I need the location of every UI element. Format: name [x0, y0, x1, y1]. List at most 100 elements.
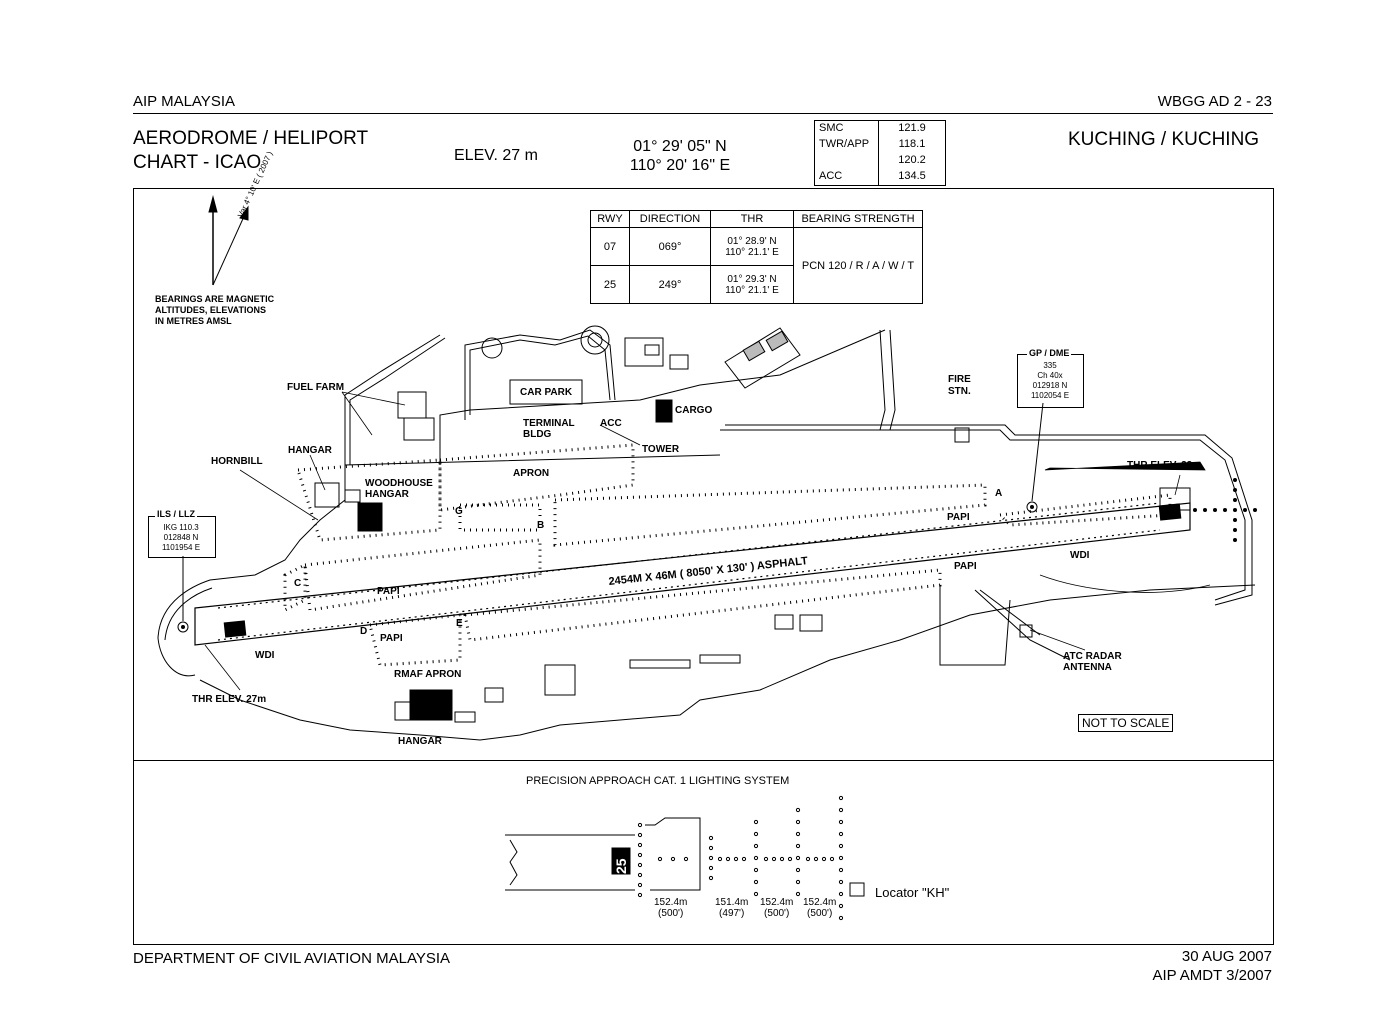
map-note: IN METRES AMSL [155, 316, 232, 326]
dist-m: 151.4m [715, 897, 749, 908]
label-woodhouse: WOODHOUSE HANGAR [365, 478, 433, 500]
approach-lights [1193, 478, 1257, 542]
map-note: ALTITUDES, ELEVATIONS [155, 305, 267, 315]
runway-table: RWY DIRECTION THR BEARING STRENGTH 07 06… [590, 210, 923, 304]
aerodrome-elevation: ELEV. 27 m [454, 147, 538, 164]
label-twy-e: E [456, 618, 463, 629]
label-wdi: WDI [1070, 550, 1090, 561]
map-note: BEARINGS ARE MAGNETIC [155, 294, 275, 304]
lighting-divider [133, 760, 1273, 761]
dist-ft: (500') [658, 908, 684, 919]
rwy-thr-lon: 110° 21.1' E [725, 284, 779, 296]
label-twy-d: D [360, 626, 368, 637]
boundary-roads [157, 329, 1256, 741]
lighting-dist-4: 152.4m(500') [803, 897, 836, 919]
label-apron: APRON [513, 468, 550, 479]
leader-lines [204, 391, 1211, 691]
rwy-id: 07 [590, 227, 630, 266]
label-car-park: CAR PARK [520, 387, 573, 398]
lighting-title: PRECISION APPROACH CAT. 1 LIGHTING SYSTE… [526, 775, 790, 787]
locator-label: Locator "KH" [875, 885, 950, 900]
chart-title: AERODROME / HELIPORT CHART - ICAO [133, 127, 368, 175]
label-atc-radar: ATC RADAR ANTENNA [1063, 651, 1122, 673]
ils-ident: IKG 110.3 [163, 523, 199, 532]
label-rmaf-apron: RMAF APRON [394, 669, 462, 680]
gpdme-lon: 1102054 E [1030, 391, 1070, 400]
buildings [314, 327, 1191, 723]
label-twy-c: C [294, 578, 302, 589]
header-left: AIP MALAYSIA [133, 93, 235, 110]
freq-value: 118.1 [878, 137, 945, 153]
aerodrome-coordinates: 01° 29' 05" N 110° 20' 16" E [620, 137, 740, 175]
freq-value: 134.5 [878, 169, 945, 185]
freq-service: TWR/APP [815, 137, 879, 153]
freq-service: ACC [815, 169, 879, 185]
gpdme-title: GP / DME [1027, 348, 1072, 358]
rwy-header: DIRECTION [629, 210, 711, 228]
label-woodhouse-2: HANGAR [365, 489, 409, 500]
gpdme-box: GP / DME 335 Ch 40x 012918 N 1102054 E [1017, 348, 1084, 408]
label-papi: PAPI [380, 633, 403, 644]
aerodrome-lon: 110° 20' 16" E [629, 157, 731, 174]
lighting-dist-2: 151.4m(497') [715, 897, 748, 919]
label-acc: ACC [600, 418, 622, 429]
freq-value: 121.9 [878, 121, 945, 137]
roundabout [481, 325, 610, 359]
north-arrow-icon [208, 195, 249, 286]
label-hornbill: HORNBILL [211, 456, 263, 467]
dist-m: 152.4m [654, 897, 688, 908]
label-fire-2: STN. [948, 386, 971, 397]
dist-ft: (500') [807, 908, 833, 919]
dist-ft: (500') [764, 908, 790, 919]
footer-authority: DEPARTMENT OF CIVIL AVIATION MALAYSIA [133, 950, 451, 967]
chart-frame [133, 188, 1274, 945]
chart-title-line2: CHART - ICAO [133, 152, 262, 173]
footer-amendment: AIP AMDT 3/2007 [1152, 967, 1272, 984]
label-tower: TOWER [642, 444, 680, 455]
header-right: WBGG AD 2 - 23 [1157, 93, 1272, 110]
lighting-diagram [505, 817, 865, 897]
label-fire-station: FIRE STN. [948, 374, 971, 398]
lighting-runway-number: 25 [613, 858, 629, 874]
gpdme-line2: Ch 40x [1037, 371, 1063, 380]
label-papi: PAPI [954, 561, 977, 572]
label-terminal-2: BLDG [523, 429, 552, 440]
label-wdi: WDI [255, 650, 275, 661]
dist-ft: (497') [719, 908, 745, 919]
ils-lat: 012848 N [163, 533, 199, 542]
lighting-dist-3: 152.4m(500') [760, 897, 793, 919]
label-hangar: HANGAR [288, 445, 332, 456]
rwy-bearing-strength: PCN 120 / R / A / W / T [793, 227, 923, 304]
gpdme-lat: 012918 N [1032, 381, 1068, 390]
label-terminal-1: TERMINAL [523, 418, 575, 429]
chart-title-line1: AERODROME / HELIPORT [133, 128, 369, 149]
label-terminal: TERMINAL BLDG [523, 418, 575, 440]
rwy-direction: 069° [629, 227, 711, 266]
label-fuel-farm: FUEL FARM [287, 382, 345, 393]
runway [194, 502, 1191, 646]
label-hangar-bottom: HANGAR [398, 736, 442, 747]
label-thr-elev-27: THR ELEV. 27m [192, 694, 267, 705]
label-woodhouse-1: WOODHOUSE [365, 478, 433, 489]
rwy-thr-lon: 110° 21.1' E [725, 246, 779, 258]
label-papi: PAPI [947, 512, 970, 523]
ils-lon: 1101954 E [161, 543, 201, 552]
label-fire-1: FIRE [948, 374, 971, 385]
footer-date: 30 AUG 2007 [1181, 948, 1272, 965]
navaid-icon [177, 402, 1044, 633]
label-papi: PAPI [377, 586, 400, 597]
location-name: KUCHING / KUCHING [1068, 129, 1260, 150]
header-rule [133, 113, 1273, 114]
rwy-thr-lat: 01° 29.3' N [727, 273, 777, 285]
rwy-id: 25 [590, 265, 630, 304]
label-twy-g: G [455, 506, 463, 517]
map-notes: BEARINGS ARE MAGNETIC ALTITUDES, ELEVATI… [155, 294, 274, 327]
ils-details: IKG 110.3 012848 N 1101954 E [151, 523, 211, 553]
dist-m: 152.4m [760, 897, 794, 908]
label-twy-a: A [995, 488, 1003, 499]
taxiways [283, 443, 1172, 667]
aerodrome-lat: 01° 29' 05" N [633, 138, 727, 155]
rwy-direction: 249° [629, 265, 711, 304]
